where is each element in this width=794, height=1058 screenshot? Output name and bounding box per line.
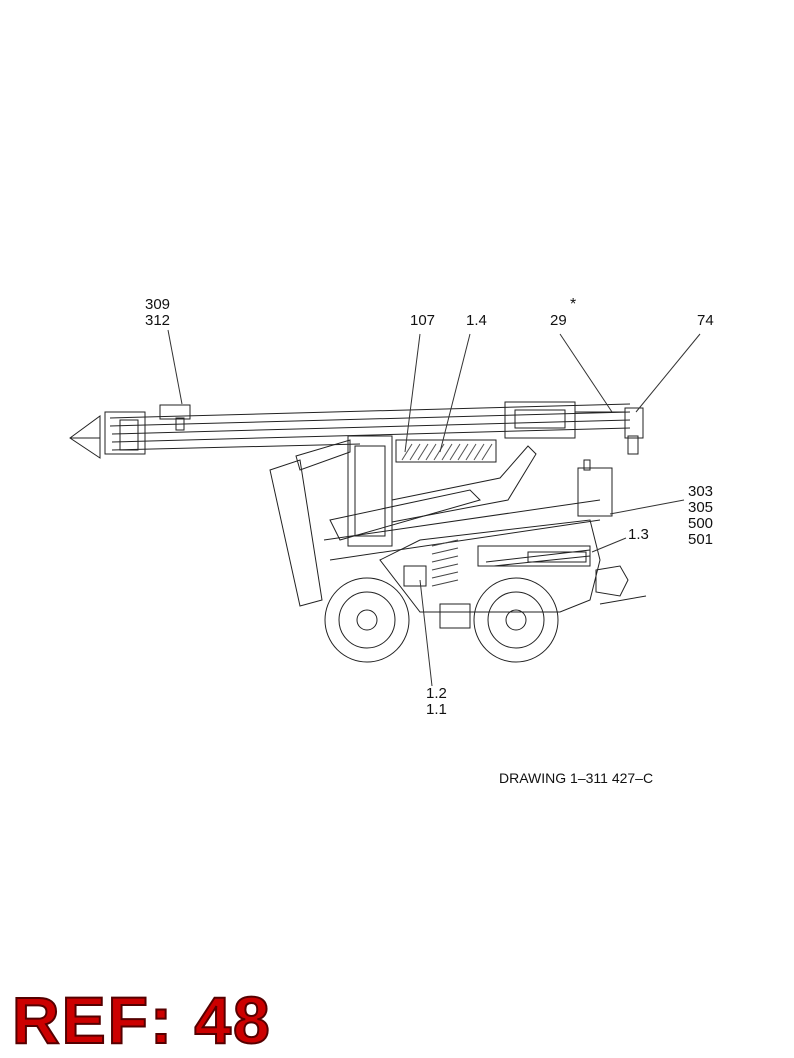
callout-107: 107 [410,313,435,329]
callout-label: 1.1 [426,701,447,718]
callout-label: 303 [688,483,714,500]
callout-label: 107 [410,312,436,329]
callout-label: 500 [688,515,714,532]
wheel-rear [473,577,559,663]
callout-309-312: 309 312 [145,297,170,329]
chassis [379,459,647,629]
callout-label: 312 [145,312,171,329]
callout-label: 1.4 [466,312,487,329]
callout-label: 305 [688,499,714,516]
asterisk-mark: * [570,296,577,313]
wheel-front [324,577,410,663]
callout-label: 1.3 [628,526,649,543]
callout-label: 1.2 [426,685,447,702]
callout-label: 309 [145,296,171,313]
boom [69,401,644,459]
callout-1-4: 1.4 [466,313,487,329]
callout-29: 29 [550,313,567,329]
callout-label: 74 [697,312,714,329]
callout-label: 501 [688,531,714,548]
callout-303-305-500-501: 303 305 500 501 [688,484,713,548]
drawing-number: DRAWING 1–311 427–C [499,770,654,786]
mast [269,435,601,607]
callout-1-2-1-1: 1.2 1.1 [426,686,447,718]
callout-74: 74 [697,313,714,329]
ref-label: REF: 48 [11,982,272,1058]
callout-label: 29 [550,312,567,329]
leader-lines [167,329,701,687]
callout-1-3: 1.3 [628,527,649,543]
